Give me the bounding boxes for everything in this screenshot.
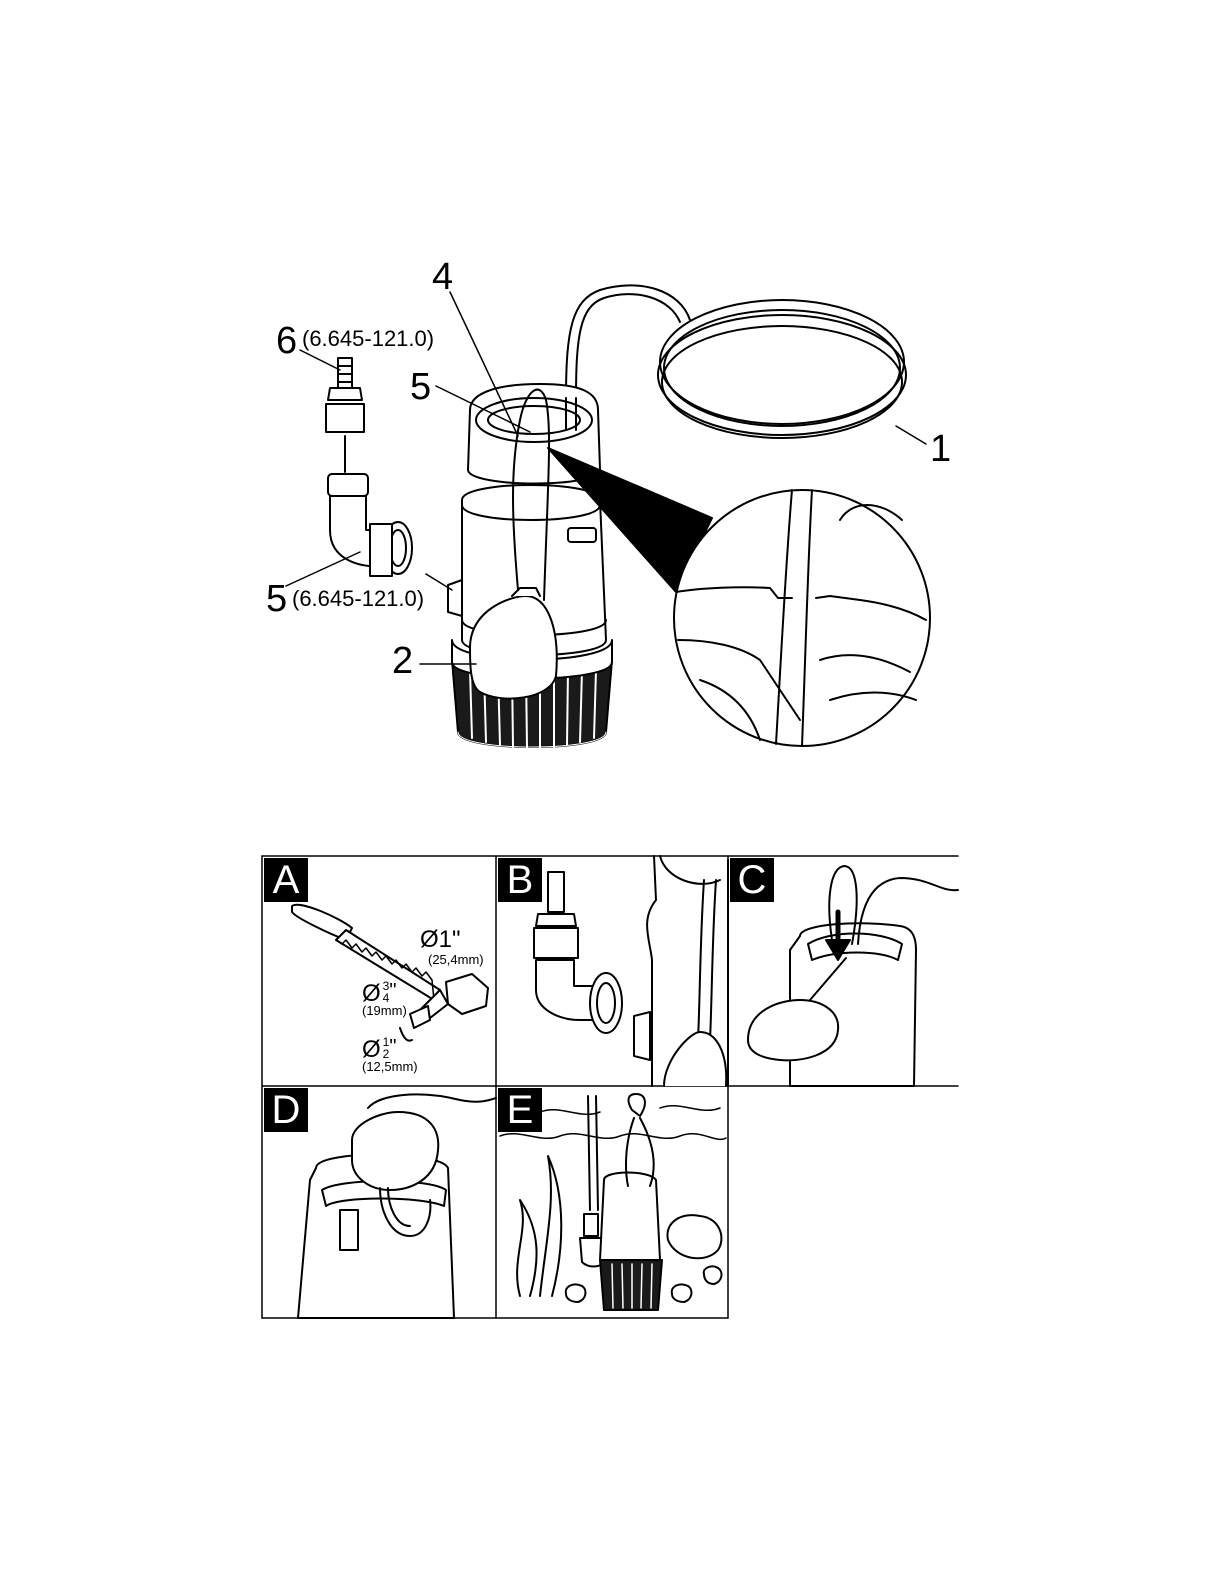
panel-c-drawing (747, 865, 959, 1087)
hose-adapter (325, 357, 365, 473)
elbow-fitting (327, 473, 413, 577)
inch-mark: " (389, 980, 397, 1002)
panel-b-label: B (498, 858, 542, 902)
diameter-symbol: Ø (420, 926, 439, 953)
diameter-1-2-mm: (12,5mm) (362, 1059, 418, 1074)
callout-3: 4 (432, 256, 454, 298)
callout-5-part-number: (6.645-121.0) (292, 586, 425, 611)
fraction-numerator: 3 (382, 979, 390, 993)
panel-e-drawing (499, 1093, 727, 1311)
diameter-size: 1" (438, 926, 461, 953)
panel-c-label: C (730, 858, 774, 902)
diameter-symbol: Ø (362, 980, 381, 1007)
callout-6: 6 (276, 320, 298, 362)
fraction-denominator: 4 (382, 991, 390, 1005)
panel-a-drawing (291, 903, 489, 1042)
callout-5: 5 (266, 578, 288, 620)
callout-2: 2 (392, 640, 414, 682)
hose-coil (565, 284, 907, 439)
pump-body (447, 383, 613, 749)
diameter-3-4-mm: (19mm) (362, 1003, 407, 1018)
diameter-1-inch: Ø1" (420, 926, 461, 954)
fraction-denominator: 2 (382, 1047, 390, 1061)
leader-lines (285, 291, 927, 665)
callout-4: 5 (410, 366, 432, 408)
diameter-symbol: Ø (362, 1036, 381, 1063)
panel-d-label: D (264, 1088, 308, 1132)
panel-b-drawing (533, 855, 729, 1087)
panel-a-label: A (264, 858, 308, 902)
panel-e-label: E (498, 1088, 542, 1132)
inch-mark: " (389, 1036, 397, 1058)
fraction-numerator: 1 (382, 1035, 390, 1049)
callout-1: 1 (930, 428, 952, 470)
callout-6-part-number: (6.645-121.0) (302, 326, 435, 351)
diameter-1-mm: (25,4mm) (428, 952, 484, 967)
panel-d-drawing (297, 1093, 497, 1319)
detail-circle (673, 489, 931, 747)
